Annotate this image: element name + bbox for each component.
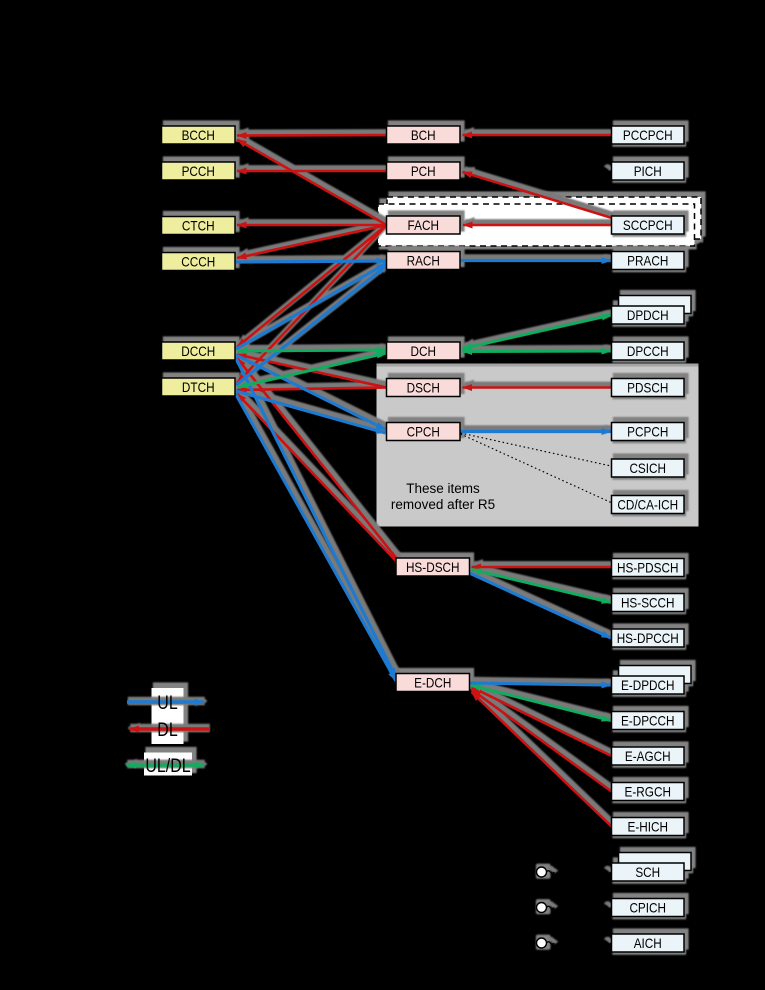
svg-text:CPICH: CPICH <box>629 900 666 916</box>
svg-text:HS-DSCH: HS-DSCH <box>406 559 460 575</box>
svg-text:E-DPCCH: E-DPCCH <box>621 713 675 729</box>
svg-text:DTCH: DTCH <box>182 379 215 395</box>
svg-text:HS-PDSCH: HS-PDSCH <box>617 560 678 576</box>
svg-text:E-RGCH: E-RGCH <box>625 784 671 800</box>
svg-text:RACH: RACH <box>407 253 440 269</box>
svg-text:SCCPCH: SCCPCH <box>623 217 673 233</box>
svg-text:These items: These items <box>406 481 480 496</box>
svg-text:SCH: SCH <box>635 864 660 880</box>
svg-text:CTCH: CTCH <box>182 218 215 234</box>
svg-text:E-AGCH: E-AGCH <box>625 748 671 764</box>
svg-text:PCH: PCH <box>411 163 436 179</box>
svg-text:CD/CA-ICH: CD/CA-ICH <box>617 497 678 513</box>
svg-text:DCH: DCH <box>411 343 437 359</box>
svg-text:CPCH: CPCH <box>407 424 440 440</box>
svg-text:UL/DL: UL/DL <box>145 756 190 777</box>
svg-text:DPCCH: DPCCH <box>627 343 669 359</box>
svg-text:PRACH: PRACH <box>627 253 668 269</box>
svg-text:removed after R5: removed after R5 <box>391 497 495 512</box>
svg-text:PCCPCH: PCCPCH <box>623 127 673 143</box>
svg-text:DSCH: DSCH <box>407 380 440 396</box>
svg-text:HS-DPCCH: HS-DPCCH <box>617 630 679 646</box>
svg-text:CCCH: CCCH <box>181 254 215 270</box>
svg-text:BCCH: BCCH <box>182 127 215 143</box>
svg-text:PCPCH: PCPCH <box>627 424 668 440</box>
svg-text:HS-SCCH: HS-SCCH <box>621 595 675 611</box>
svg-text:AICH: AICH <box>634 935 662 951</box>
svg-text:PDSCH: PDSCH <box>627 380 668 396</box>
svg-text:DPDCH: DPDCH <box>627 307 669 323</box>
svg-text:E-DPDCH: E-DPDCH <box>621 677 675 693</box>
svg-text:PICH: PICH <box>634 163 662 179</box>
svg-text:PCCH: PCCH <box>182 163 215 179</box>
svg-text:E-HICH: E-HICH <box>628 819 669 835</box>
svg-text:CSICH: CSICH <box>629 460 666 476</box>
svg-text:BCH: BCH <box>411 127 436 143</box>
svg-text:UL: UL <box>157 693 177 714</box>
svg-text:FACH: FACH <box>408 217 439 233</box>
svg-text:DCCH: DCCH <box>181 343 215 359</box>
svg-text:DL: DL <box>157 720 177 741</box>
svg-text:E-DCH: E-DCH <box>414 675 451 691</box>
